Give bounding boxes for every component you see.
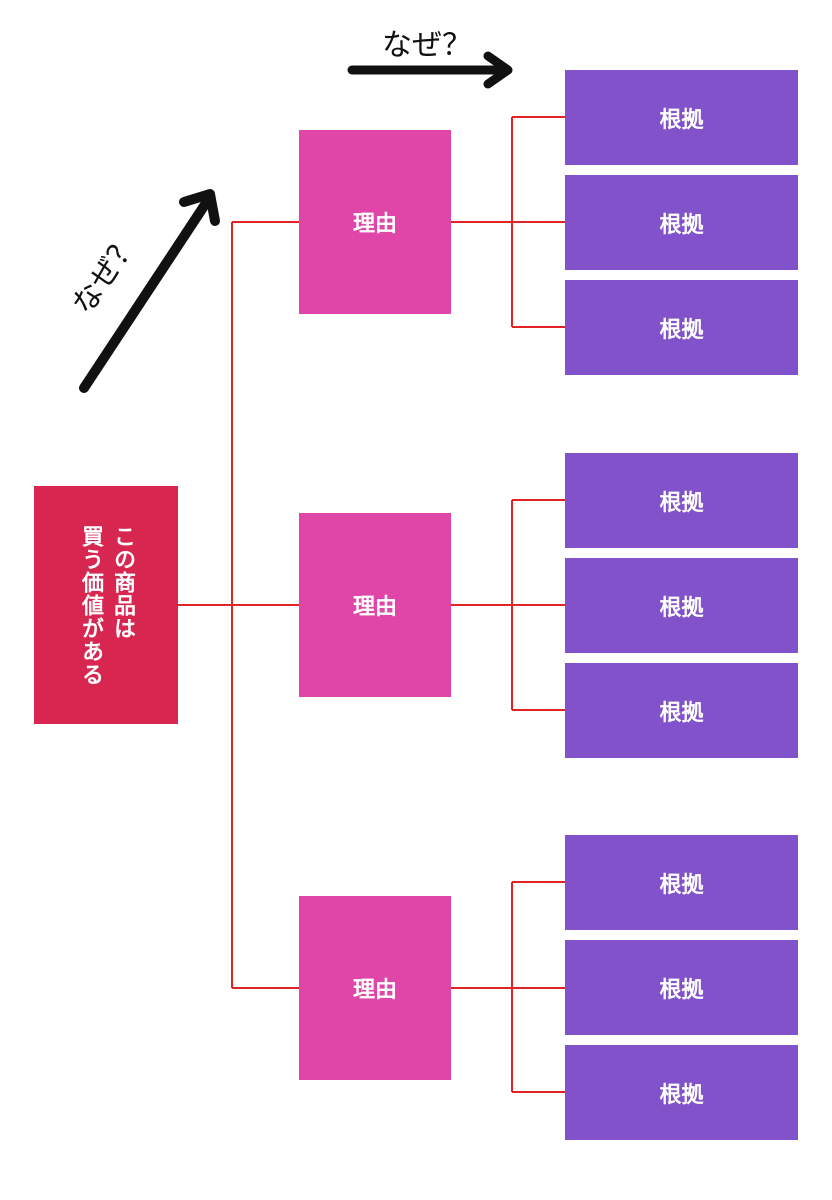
evidence-box: 根拠 [565,835,798,930]
evidence-box: 根拠 [565,453,798,548]
root-claim-box: この商品は 買う価値がある [34,486,178,724]
evidence-label: 根拠 [659,317,704,343]
reason-label: 理由 [352,978,397,1003]
evidence-label: 根拠 [659,1082,704,1108]
evidence-box: 根拠 [565,663,798,758]
reason-label: 理由 [352,212,397,237]
reason-box-1: 理由 [299,130,451,314]
evidence-label: 根拠 [659,977,704,1003]
why-label-horizontal: なぜ？ [382,28,472,63]
why-arrow-horizontal [347,51,513,89]
evidence-label: 根拠 [659,490,704,516]
evidence-box: 根拠 [565,940,798,1035]
evidence-box: 根拠 [565,280,798,375]
evidence-box: 根拠 [565,1045,798,1140]
reason-box-3: 理由 [299,896,451,1080]
reason-label: 理由 [352,595,397,620]
evidence-box: 根拠 [565,558,798,653]
root-claim-label: この商品は 買う価値がある [78,524,135,686]
evidence-label: 根拠 [659,595,704,621]
reason-box-2: 理由 [299,513,451,697]
why-arrow-diagonal [79,189,220,393]
evidence-box: 根拠 [565,70,798,165]
evidence-box: 根拠 [565,175,798,270]
evidence-label: 根拠 [659,872,704,898]
evidence-label: 根拠 [659,700,704,726]
evidence-label: 根拠 [659,212,704,238]
evidence-label: 根拠 [659,107,704,133]
